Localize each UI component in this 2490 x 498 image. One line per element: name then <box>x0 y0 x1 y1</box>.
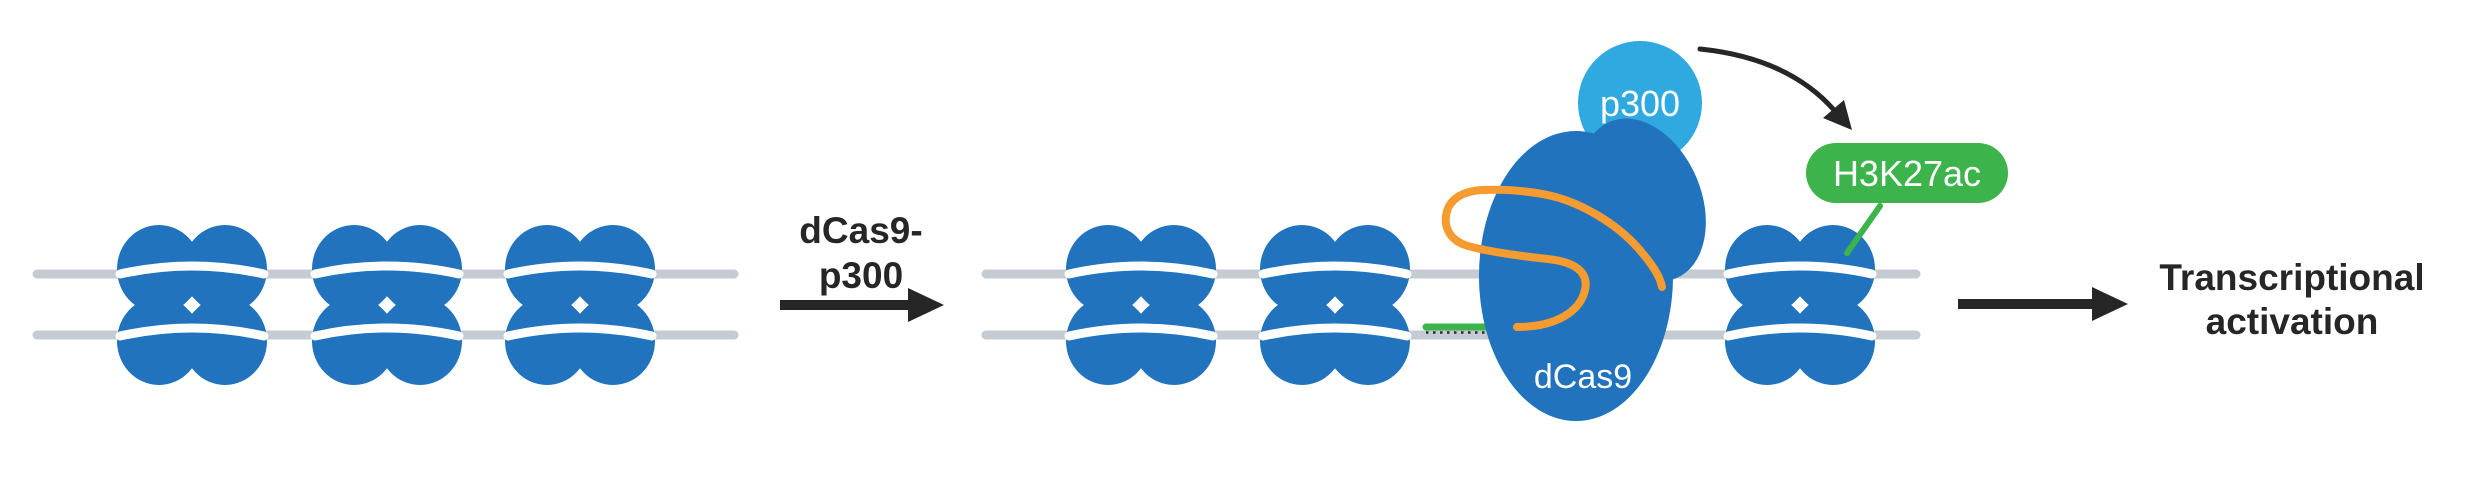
nucleosome-3 <box>505 225 655 385</box>
catalysis-arrowhead-icon <box>1823 100 1852 130</box>
nucleosome-1 <box>117 225 267 385</box>
h3k27ac-label: H3K27ac <box>1833 153 1981 194</box>
catalysis-arrow-curve <box>1697 46 1837 113</box>
p300-catalysis-arrow <box>1697 46 1852 130</box>
h3k27ac-connector-line <box>1844 203 1883 256</box>
dcas9-protein <box>1479 118 1706 421</box>
reaction-arrow <box>780 288 944 322</box>
dcas9-label: dCas9 <box>1534 358 1632 396</box>
outcome-label-line1: Transcriptional <box>2159 257 2424 298</box>
sgrna-strand <box>1441 185 1666 331</box>
outcome-label-line2: activation <box>2206 301 2379 342</box>
dcas9-body-upper-lobe <box>1580 118 1706 282</box>
output-arrow <box>1958 287 2128 321</box>
nucleosome-5 <box>1260 225 1410 385</box>
output-arrowhead-icon <box>2092 287 2128 321</box>
nucleosome-2 <box>312 225 462 385</box>
reaction-arrowhead-icon <box>908 288 944 322</box>
reaction-label-line1: dCas9- <box>799 210 922 251</box>
reaction-label-line2: p300 <box>819 255 903 296</box>
p300-label: p300 <box>1600 83 1680 124</box>
h3k27ac-badge <box>1806 143 2008 203</box>
nucleosome-4 <box>1066 225 1216 385</box>
